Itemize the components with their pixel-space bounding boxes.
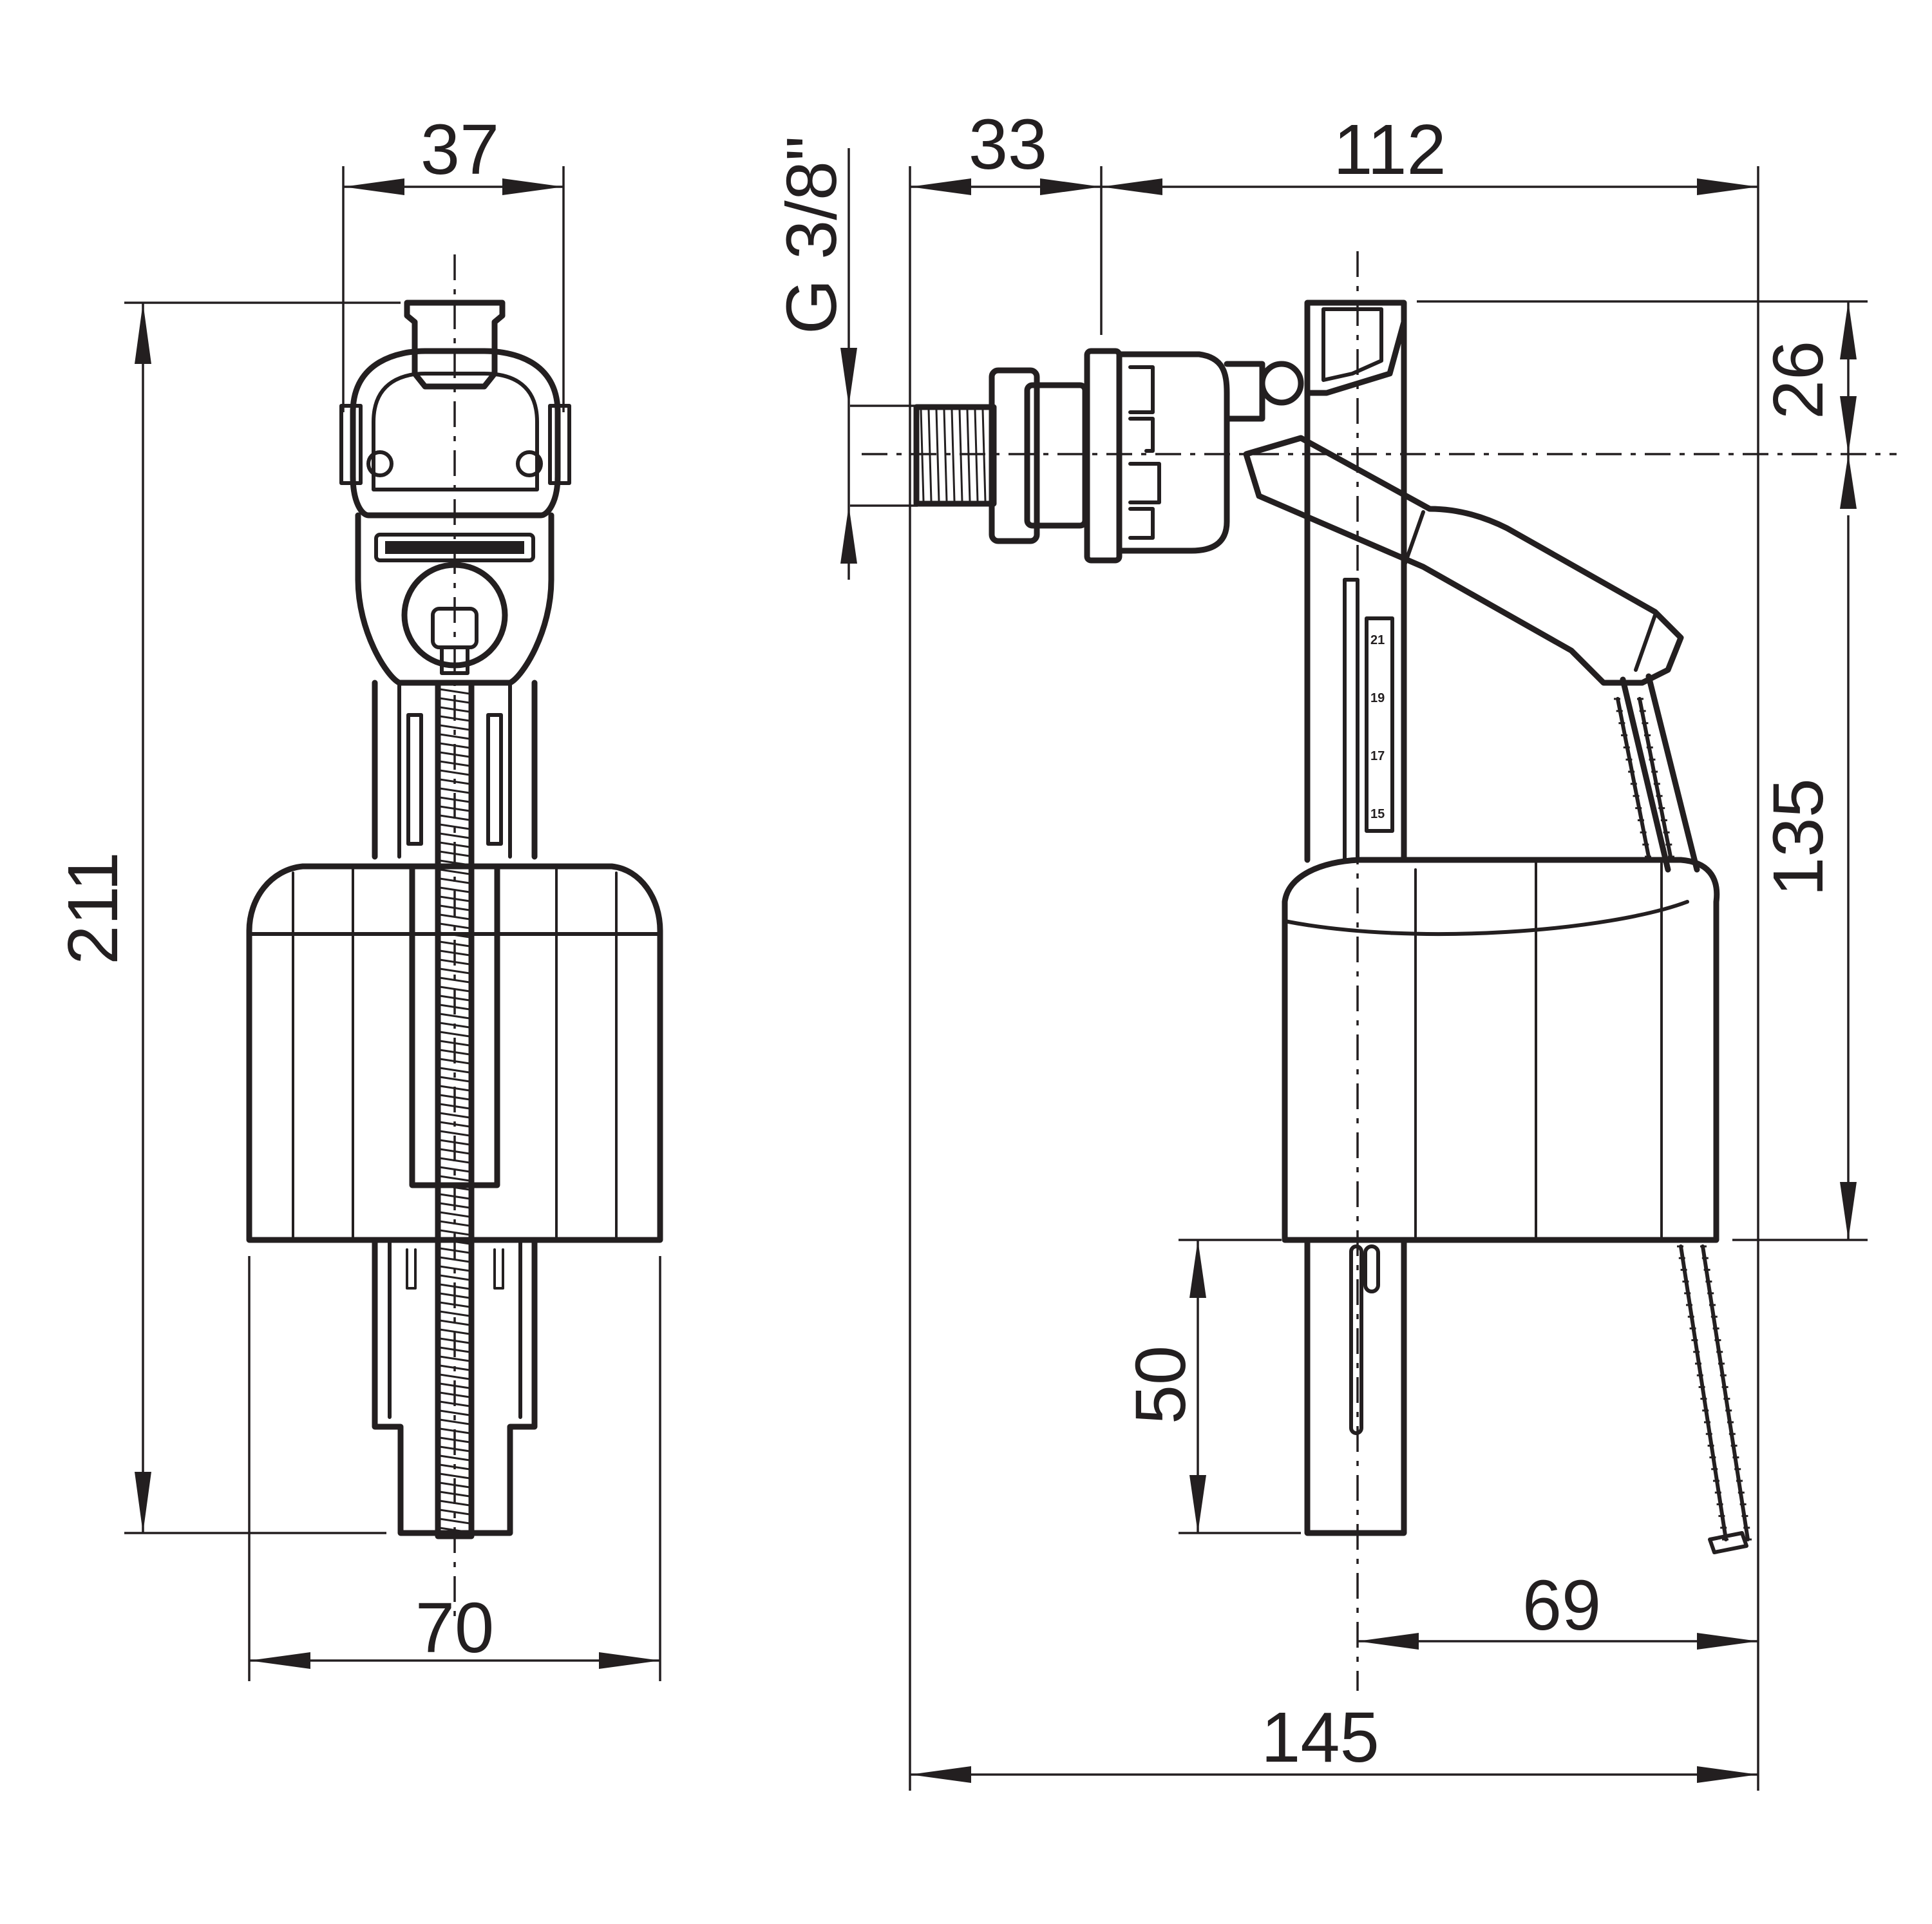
dim-26-135: 26 135: [1417, 300, 1868, 1241]
dim-37: 37: [342, 110, 565, 412]
side-valve-body: [1116, 351, 1230, 554]
dim-50: 50: [1121, 1239, 1301, 1534]
side-hanging-chain: [1614, 697, 1752, 1554]
side-threaded-inlet: [913, 404, 997, 507]
side-nut: [989, 367, 1040, 544]
scale-mark-15: 15: [1370, 807, 1385, 821]
scale-mark-19: 19: [1370, 691, 1385, 705]
dim-69-label: 69: [1522, 1566, 1601, 1645]
side-lower-tube: [1304, 1237, 1407, 1536]
scale-mark-17: 17: [1370, 749, 1385, 763]
side-lever-pivot: [1259, 361, 1304, 406]
dim-70-label: 70: [415, 1588, 494, 1668]
dim-70: 70: [248, 1256, 661, 1681]
dim-thread: G 3/8": [772, 136, 918, 580]
side-lever-arm: [1243, 435, 1684, 686]
dim-145: 145: [910, 1698, 1758, 1783]
front-label-plate: [374, 533, 535, 562]
dim-145-label: 145: [1261, 1698, 1379, 1777]
front-valve-head: [350, 348, 561, 519]
dim-69: 69: [1358, 1566, 1758, 1650]
front-threaded-rod: [435, 680, 475, 1539]
dim-26-label: 26: [1759, 341, 1838, 419]
front-top-cap: [404, 300, 506, 390]
side-float: [1282, 857, 1720, 1243]
dim-33-label: 33: [969, 105, 1047, 184]
dim-135-label: 135: [1759, 778, 1838, 897]
dim-50-label: 50: [1121, 1346, 1200, 1424]
dim-thread-label: G 3/8": [772, 136, 851, 334]
side-view: 21 19 17 15 G 3/8": [772, 105, 1897, 1791]
front-piston-ring: [401, 562, 508, 669]
dim-112-label: 112: [1333, 110, 1446, 189]
scale-mark-21: 21: [1370, 633, 1385, 647]
front-lower-tube: [372, 1237, 538, 1536]
side-flange: [1084, 348, 1122, 564]
front-view: 37 211 70: [53, 110, 663, 1681]
front-guide-tube: [372, 680, 538, 860]
dim-211: 211: [53, 301, 401, 1534]
dim-211-label: 211: [53, 852, 133, 964]
dim-37-label: 37: [421, 110, 499, 189]
dim-33-112: 33 112: [909, 105, 1759, 1791]
front-float: [246, 863, 663, 1243]
side-scale-strip: [1343, 578, 1359, 862]
side-guide-tube: [1304, 319, 1407, 863]
